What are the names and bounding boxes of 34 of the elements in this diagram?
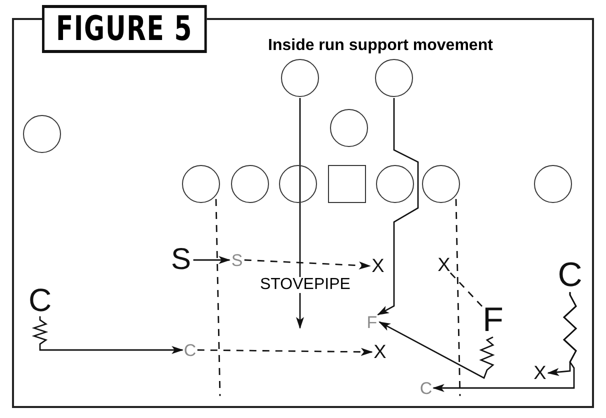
player-circle bbox=[422, 165, 460, 203]
player-circle bbox=[375, 59, 413, 97]
end-position-letter: S bbox=[230, 252, 244, 268]
assignment-mark: X bbox=[372, 342, 388, 362]
route-arrow bbox=[377, 98, 419, 316]
player-circle bbox=[376, 165, 414, 203]
player-letter: S bbox=[170, 246, 192, 274]
player-letter: F bbox=[480, 304, 506, 336]
route-arrow bbox=[296, 98, 304, 329]
route-arrow bbox=[193, 256, 231, 264]
player-letter: C bbox=[557, 258, 583, 292]
end-position-letter: C bbox=[184, 342, 196, 358]
player-circle bbox=[182, 165, 220, 203]
end-position-letter: F bbox=[366, 314, 378, 330]
end-position-letter: C bbox=[420, 380, 432, 396]
player-circle bbox=[281, 59, 319, 97]
assignment-mark: X bbox=[370, 256, 386, 276]
player-circle bbox=[231, 165, 269, 203]
play-label: STOVEPIPE bbox=[258, 277, 352, 293]
figure-title: FIGURE 5 bbox=[42, 5, 206, 53]
assignment-mark: X bbox=[532, 364, 548, 382]
assignment-mark: X bbox=[436, 256, 452, 274]
player-letter: C bbox=[28, 284, 52, 316]
route-arrow bbox=[378, 321, 495, 379]
player-circle bbox=[279, 165, 317, 203]
dashed-route-arrow bbox=[197, 348, 373, 356]
player-square bbox=[328, 165, 366, 203]
player-circle bbox=[534, 165, 572, 203]
route-arrow bbox=[32, 316, 184, 354]
route-arrow bbox=[432, 292, 578, 392]
dashed-route-arrow bbox=[244, 259, 371, 270]
player-circle bbox=[330, 109, 368, 147]
player-circle bbox=[23, 115, 61, 153]
figure-subtitle: Inside run support movement bbox=[268, 38, 493, 54]
